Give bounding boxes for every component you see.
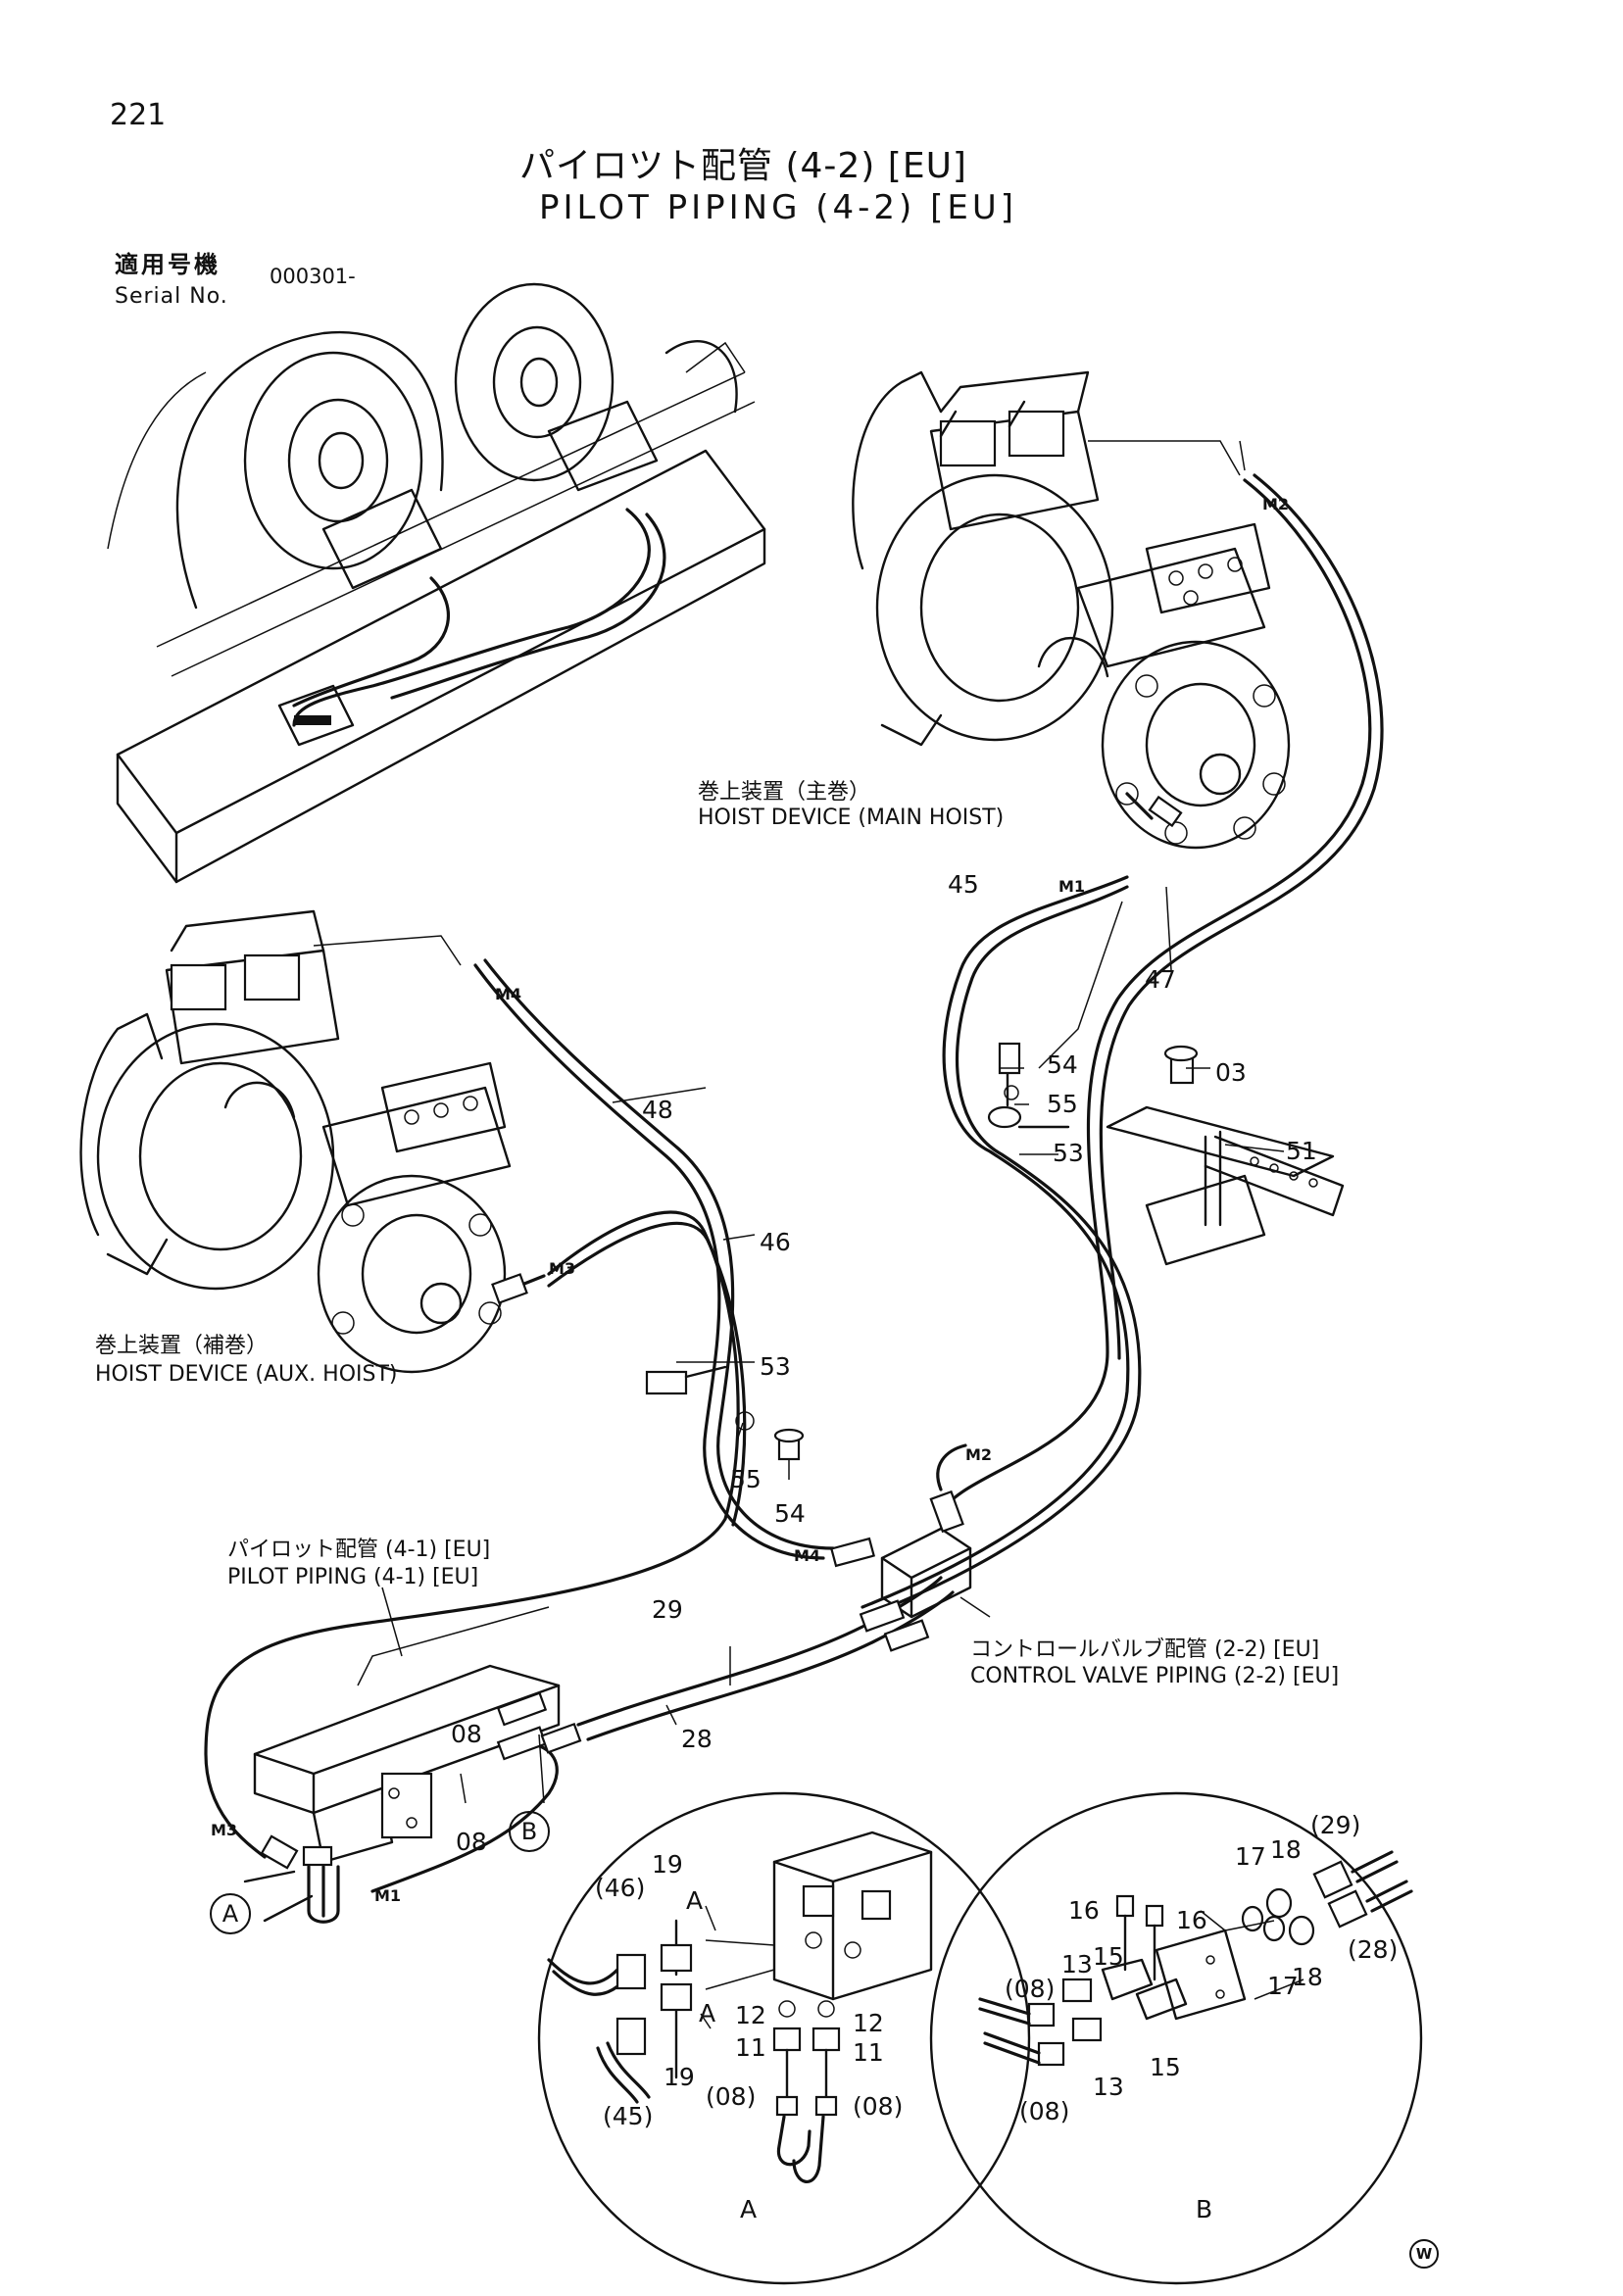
pilot-valve-block bbox=[243, 1606, 582, 1924]
main-hoist-label-en: HOIST DEVICE (MAIN HOIST) bbox=[698, 806, 1005, 830]
part-54-top: 54 bbox=[1047, 1050, 1078, 1079]
title-japanese: パイロツト配管 (4-2) [EU] bbox=[519, 146, 967, 186]
part-46: 46 bbox=[760, 1228, 791, 1256]
detail-b-15-bottom: 15 bbox=[1150, 2053, 1181, 2081]
detail-a-12-right: 12 bbox=[853, 2009, 884, 2037]
aux-hoist-motor bbox=[79, 909, 546, 1374]
marker-m3-top: M3 bbox=[549, 1259, 576, 1278]
detail-b bbox=[929, 1791, 1423, 2285]
main-hoist-label-jp: 巻上装置（主巻） bbox=[698, 780, 871, 805]
hoses bbox=[204, 473, 1384, 1893]
part-53-mid: 53 bbox=[760, 1352, 791, 1381]
serial-value: 000301- bbox=[270, 265, 356, 288]
part-08-upper: 08 bbox=[451, 1720, 482, 1748]
detail-b-18-bottom: 18 bbox=[1292, 1963, 1323, 1991]
cv-label-jp: コントロールバルブ配管 (2-2) [EU] bbox=[970, 1637, 1320, 1662]
detail-b-18-top: 18 bbox=[1270, 1835, 1302, 1864]
main-hoist-motor bbox=[852, 370, 1291, 850]
detail-a-a-bottom: A bbox=[699, 1999, 716, 2027]
detail-a-11-left: 11 bbox=[735, 2033, 766, 2062]
part-47: 47 bbox=[1145, 965, 1176, 994]
detail-a-08-right: (08) bbox=[853, 2092, 904, 2121]
detail-a-19-bottom: 19 bbox=[664, 2063, 695, 2091]
pilot41-label-jp: パイロット配管 (4-1) [EU] bbox=[227, 1538, 491, 1562]
detail-b-13-bottom: 13 bbox=[1093, 2073, 1124, 2101]
serial-label-jp: 適用号機 bbox=[115, 251, 221, 278]
marker-m2-bottom: M2 bbox=[965, 1445, 993, 1464]
detail-a-12-left: 12 bbox=[735, 2001, 766, 2029]
leader-lines bbox=[381, 440, 1285, 1726]
watermark-logo: W bbox=[1409, 2239, 1439, 2269]
part-51: 51 bbox=[1286, 1137, 1317, 1165]
detail-a-08-left: (08) bbox=[706, 2082, 757, 2111]
detail-a-11-right: 11 bbox=[853, 2038, 884, 2067]
part-53-top: 53 bbox=[1053, 1139, 1084, 1167]
part-28: 28 bbox=[681, 1725, 713, 1753]
part-03: 03 bbox=[1215, 1058, 1247, 1087]
detail-a-46: (46) bbox=[595, 1874, 646, 1902]
marker-m2-top: M2 bbox=[1262, 495, 1290, 513]
control-valve-block bbox=[830, 1443, 972, 1652]
part-08-lower: 08 bbox=[456, 1828, 487, 1856]
detail-b-label: B bbox=[1196, 2195, 1213, 2223]
part-54-mid: 54 bbox=[774, 1499, 806, 1528]
marker-m3-bottom: M3 bbox=[211, 1821, 238, 1839]
callout-a: A bbox=[210, 1893, 251, 1934]
detail-b-15-top: 15 bbox=[1093, 1942, 1124, 1971]
aux-hoist-label-en: HOIST DEVICE (AUX. HOIST) bbox=[95, 1362, 398, 1387]
marker-m1-top: M1 bbox=[1058, 877, 1086, 896]
marker-m4-top: M4 bbox=[495, 985, 522, 1003]
part-55-top: 55 bbox=[1047, 1090, 1078, 1118]
aux-hoist-label-jp: 巻上装置（補巻） bbox=[95, 1334, 269, 1358]
detail-b-17-top: 17 bbox=[1235, 1842, 1266, 1871]
detail-a bbox=[537, 1791, 1031, 2285]
detail-b-29: (29) bbox=[1310, 1811, 1361, 1839]
detail-a-45: (45) bbox=[603, 2102, 654, 2130]
pilot41-label-en: PILOT PIPING (4-1) [EU] bbox=[227, 1565, 479, 1589]
overview-sketch bbox=[107, 282, 766, 884]
part-55-mid: 55 bbox=[730, 1465, 762, 1493]
clamps-brackets bbox=[645, 1042, 1345, 1461]
detail-a-19-top: 19 bbox=[652, 1850, 683, 1879]
callout-b: B bbox=[509, 1811, 550, 1852]
detail-b-28: (28) bbox=[1348, 1935, 1399, 1964]
detail-b-17-bottom: 17 bbox=[1267, 1972, 1299, 2000]
detail-b-08-bottom: (08) bbox=[1019, 2097, 1070, 2125]
detail-a-a-top: A bbox=[686, 1886, 704, 1915]
detail-a-label: A bbox=[740, 2195, 758, 2223]
marker-m1-bottom: M1 bbox=[374, 1886, 402, 1905]
detail-b-08-top: (08) bbox=[1005, 1975, 1056, 2003]
marker-m4-bottom: M4 bbox=[794, 1546, 821, 1565]
part-29: 29 bbox=[652, 1595, 683, 1624]
part-45: 45 bbox=[948, 870, 979, 899]
part-48: 48 bbox=[642, 1096, 673, 1124]
detail-b-13-top: 13 bbox=[1061, 1950, 1093, 1978]
detail-b-16-left: 16 bbox=[1068, 1896, 1100, 1925]
serial-label-en: Serial No. bbox=[115, 284, 228, 309]
page-number: 221 bbox=[110, 98, 167, 132]
title-english: PILOT PIPING (4-2) [EU] bbox=[539, 188, 1018, 227]
cv-label-en: CONTROL VALVE PIPING (2-2) [EU] bbox=[970, 1664, 1340, 1688]
detail-b-16-right: 16 bbox=[1176, 1906, 1207, 1934]
